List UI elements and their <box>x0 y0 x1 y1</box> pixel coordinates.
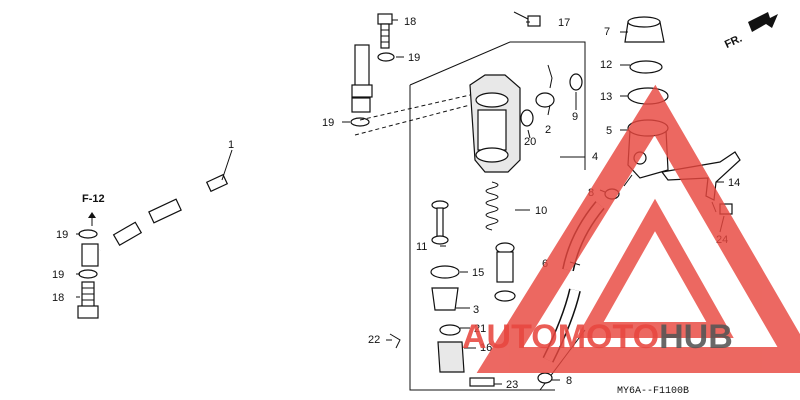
sealing-washer <box>377 52 395 62</box>
callout-16: 16 <box>480 342 492 354</box>
callout-1: 1 <box>228 139 234 151</box>
piston-cup <box>431 287 459 311</box>
callout-19-mid: 19 <box>322 117 334 129</box>
banjo-bolt-lower <box>77 281 99 319</box>
callout-19-upper: 19 <box>408 52 420 64</box>
callout-15: 15 <box>472 267 484 279</box>
watermark-logo <box>476 84 800 373</box>
dust-boot <box>430 265 460 279</box>
assembly-guide <box>359 94 471 121</box>
clip <box>569 73 583 91</box>
callout-23: 23 <box>506 379 518 391</box>
hose-joint <box>547 64 553 89</box>
o-ring <box>520 109 534 127</box>
callout-2: 2 <box>545 124 551 136</box>
banjo-fitting <box>351 97 371 113</box>
sealing-washer <box>350 117 370 127</box>
sealing-washer <box>78 269 98 279</box>
banjo-fitting <box>81 243 99 267</box>
mounting-bolt <box>513 11 541 27</box>
reservoir-cap <box>624 16 665 43</box>
assembly-frame-top <box>409 41 586 170</box>
callout-labels: 1 2 3 4 5 6 7 8 8 9 10 11 12 13 14 15 16… <box>52 16 740 391</box>
sealing-washer <box>78 229 98 239</box>
diaphragm-plate <box>629 60 663 74</box>
svg-text:F-12: F-12 <box>82 193 105 205</box>
banjo-bolt-upper <box>377 13 393 49</box>
reservoir-screw <box>623 174 633 187</box>
callout-3: 3 <box>473 304 479 316</box>
callout-11: 11 <box>416 241 427 253</box>
svg-text:FR.: FR. <box>723 33 744 51</box>
callout-9: 9 <box>572 111 578 123</box>
callout-19-lower: 19 <box>52 269 64 281</box>
callout-18-lower: 18 <box>52 292 64 304</box>
push-rod-joint <box>437 341 465 373</box>
callout-4: 4 <box>592 151 598 163</box>
callout-20: 20 <box>524 136 536 148</box>
callout-12: 12 <box>600 59 612 71</box>
piston-assembly <box>494 242 516 302</box>
callout-21: 21 <box>474 323 486 335</box>
joint-pin <box>469 377 495 387</box>
brake-hose <box>98 42 373 252</box>
hose-joint-seal <box>535 92 555 108</box>
callout-5: 5 <box>606 125 612 137</box>
front-direction-arrow: FR. <box>723 12 778 51</box>
callout-10: 10 <box>535 205 547 217</box>
master-cylinder-body <box>469 74 521 173</box>
lock-nut <box>439 324 461 336</box>
callout-22: 22 <box>368 334 380 346</box>
callout-17: 17 <box>558 17 570 29</box>
callout-13: 13 <box>600 91 612 103</box>
callout-19-left: 19 <box>56 229 68 241</box>
svg-text:AUTOMOTOHUB: AUTOMOTOHUB <box>462 318 733 356</box>
watermark-text: AUTOMOTOHUB <box>462 318 733 356</box>
assembly-frame-left <box>409 85 555 391</box>
reference-arrow: F-12 <box>82 193 105 226</box>
callout-7: 7 <box>604 26 610 38</box>
figure-code: MY6A--F1100B <box>617 386 689 397</box>
callout-8-lower: 8 <box>566 375 572 387</box>
push-rod <box>431 200 449 245</box>
assembly-guide <box>354 104 471 136</box>
cotter-pin <box>389 333 401 349</box>
callout-14: 14 <box>728 177 740 189</box>
return-spring <box>485 181 499 231</box>
hose-clip <box>537 372 553 384</box>
callout-18-upper: 18 <box>404 16 416 28</box>
